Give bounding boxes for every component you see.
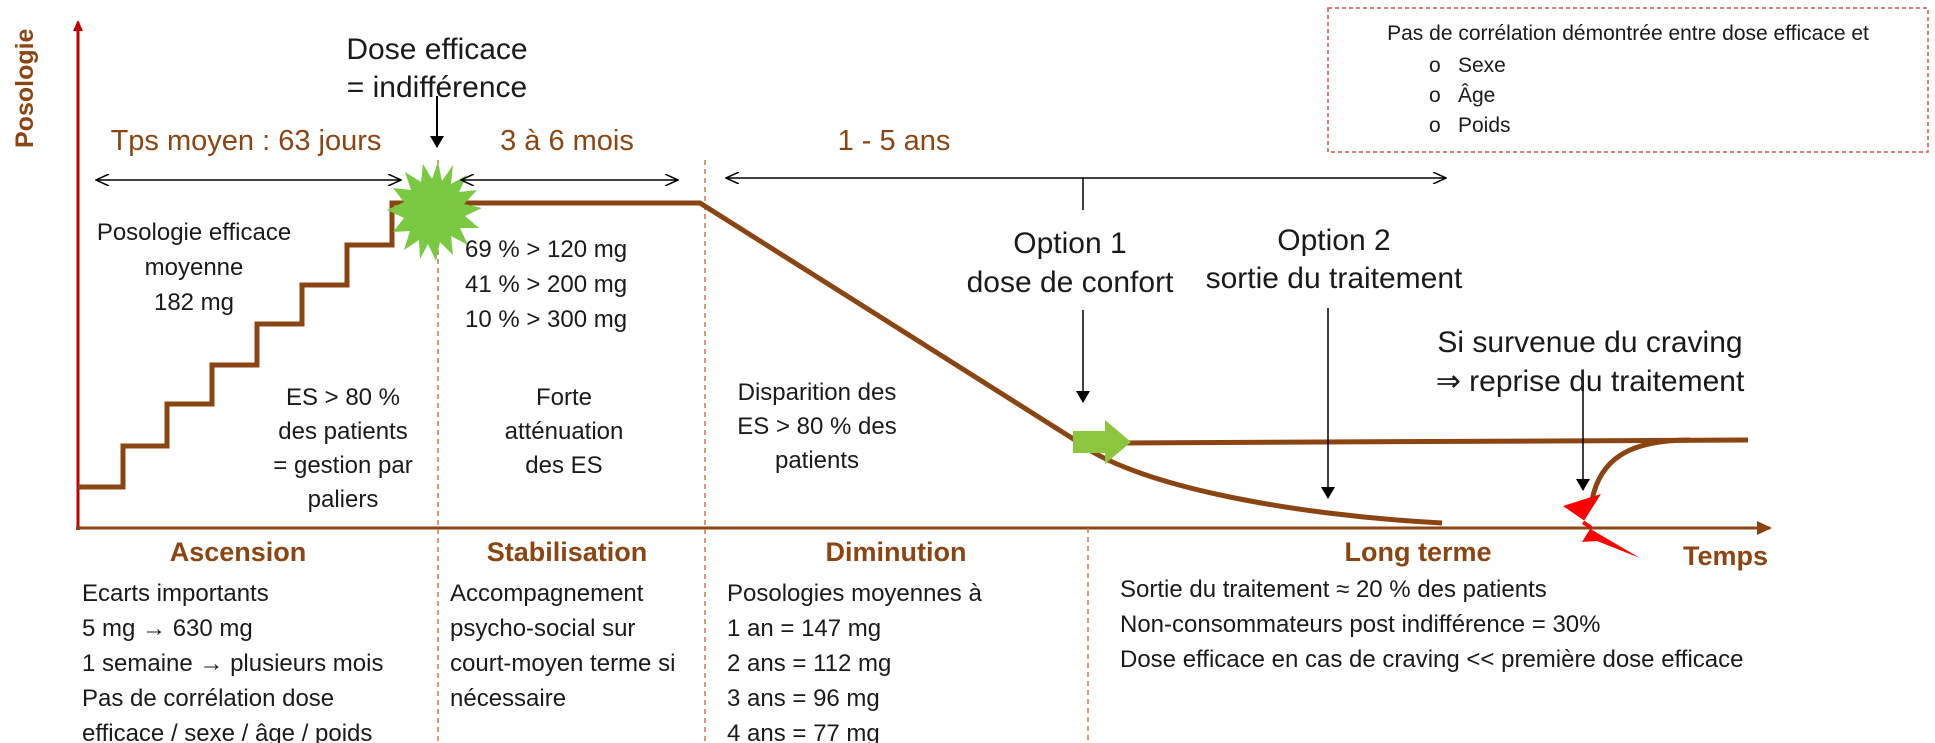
phase-diminution: Diminution	[826, 537, 967, 567]
diminution-detail: 2 ans = 112 mg	[727, 650, 891, 677]
ascension-es-line: ES > 80 %	[286, 384, 400, 411]
ascension-es-line: des patients	[278, 418, 407, 445]
posologie-line: moyenne	[145, 254, 244, 281]
long-terme-detail: Dose efficace en cas de craving << premi…	[1120, 646, 1743, 673]
diminution-detail: 1 an = 147 mg	[727, 615, 881, 642]
option1-subtitle: dose de confort	[967, 266, 1174, 299]
option2-title: Option 2	[1277, 224, 1390, 257]
stabilisation-detail: court-moyen terme si	[450, 650, 675, 677]
lightning-icon	[1563, 494, 1640, 558]
dose-exit-curve	[1073, 438, 1443, 526]
note-bullet: Sexe	[1458, 54, 1506, 77]
x-axis-label: Temps	[1683, 541, 1768, 571]
ascension-detail: efficace / sexe / âge / poids	[82, 720, 372, 743]
dose-efficace-title: Dose efficace	[346, 33, 527, 66]
diminution-es-line: patients	[775, 447, 859, 474]
phase-stabilisation: Stabilisation	[487, 537, 648, 567]
green-arrow-icon	[1073, 420, 1131, 464]
y-axis-label: Posologie	[11, 28, 39, 148]
stabilisation-detail: psycho-social sur	[450, 615, 635, 642]
stabilisation-es-line: Forte	[536, 384, 592, 411]
dose-comfort-line	[1119, 437, 1749, 446]
note-bullet-glyph: o	[1429, 54, 1441, 77]
craving-subtitle: ⇒ reprise du traitement	[1436, 365, 1745, 398]
posologie-line: 182 mg	[154, 289, 234, 316]
stabilisation-detail: nécessaire	[450, 685, 566, 712]
stabilisation-dose-line: 69 % > 120 mg	[465, 236, 627, 263]
ascension-es-line: = gestion par	[273, 452, 412, 479]
stabilisation-detail: Accompagnement	[450, 580, 644, 607]
ascension-es-line: paliers	[308, 486, 379, 513]
stabilisation-es-line: des ES	[525, 452, 602, 479]
stabilisation-dose-line: 10 % > 300 mg	[465, 306, 627, 333]
dose-staircase	[78, 200, 430, 490]
long-terme-detail: Sortie du traitement ≈ 20 % des patients	[1120, 576, 1547, 603]
dose-plateau-decline	[430, 200, 1077, 443]
note-title: Pas de corrélation démontrée entre dose …	[1387, 22, 1869, 45]
craving-title: Si survenue du craving	[1437, 326, 1742, 359]
diminution-detail: Posologies moyennes à	[727, 580, 982, 607]
dose-craving-curve	[1589, 437, 1691, 501]
duration-ascension: Tps moyen : 63 jours	[111, 125, 382, 157]
dose-efficace-subtitle: = indifférence	[347, 71, 527, 104]
sun-icon	[387, 162, 482, 261]
note-bullet-glyph: o	[1429, 84, 1441, 107]
diminution-detail: 4 ans = 77 mg	[727, 720, 880, 743]
ascension-detail: Ecarts importants	[82, 580, 269, 607]
long-terme-detail: Non-consommateurs post indifférence = 30…	[1120, 611, 1600, 638]
diminution-es-line: Disparition des	[738, 379, 897, 406]
duration-diminution: 1 - 5 ans	[838, 125, 951, 157]
ascension-detail: 1 semaine → plusieurs mois	[82, 650, 383, 677]
stabilisation-es-line: atténuation	[505, 418, 624, 445]
stabilisation-dose-line: 41 % > 200 mg	[465, 271, 627, 298]
ascension-detail: Pas de corrélation dose	[82, 685, 334, 712]
option1-title: Option 1	[1013, 227, 1126, 260]
posologie-line: Posologie efficace	[97, 219, 291, 246]
diminution-es-line: ES > 80 % des	[737, 413, 896, 440]
duration-stabilisation: 3 à 6 mois	[500, 125, 634, 157]
note-bullet: Poids	[1458, 114, 1511, 137]
note-bullet: Âge	[1458, 84, 1495, 107]
note-box	[1327, 7, 1929, 153]
note-bullet-glyph: o	[1429, 114, 1441, 137]
diminution-detail: 3 ans = 96 mg	[727, 685, 880, 712]
option2-subtitle: sortie du traitement	[1206, 262, 1463, 295]
phase-long-terme: Long terme	[1344, 537, 1491, 567]
correlation-note: Pas de corrélation démontrée entre dose …	[1327, 7, 1929, 153]
ascension-detail: 5 mg → 630 mg	[82, 615, 253, 642]
phase-ascension: Ascension	[170, 537, 307, 567]
